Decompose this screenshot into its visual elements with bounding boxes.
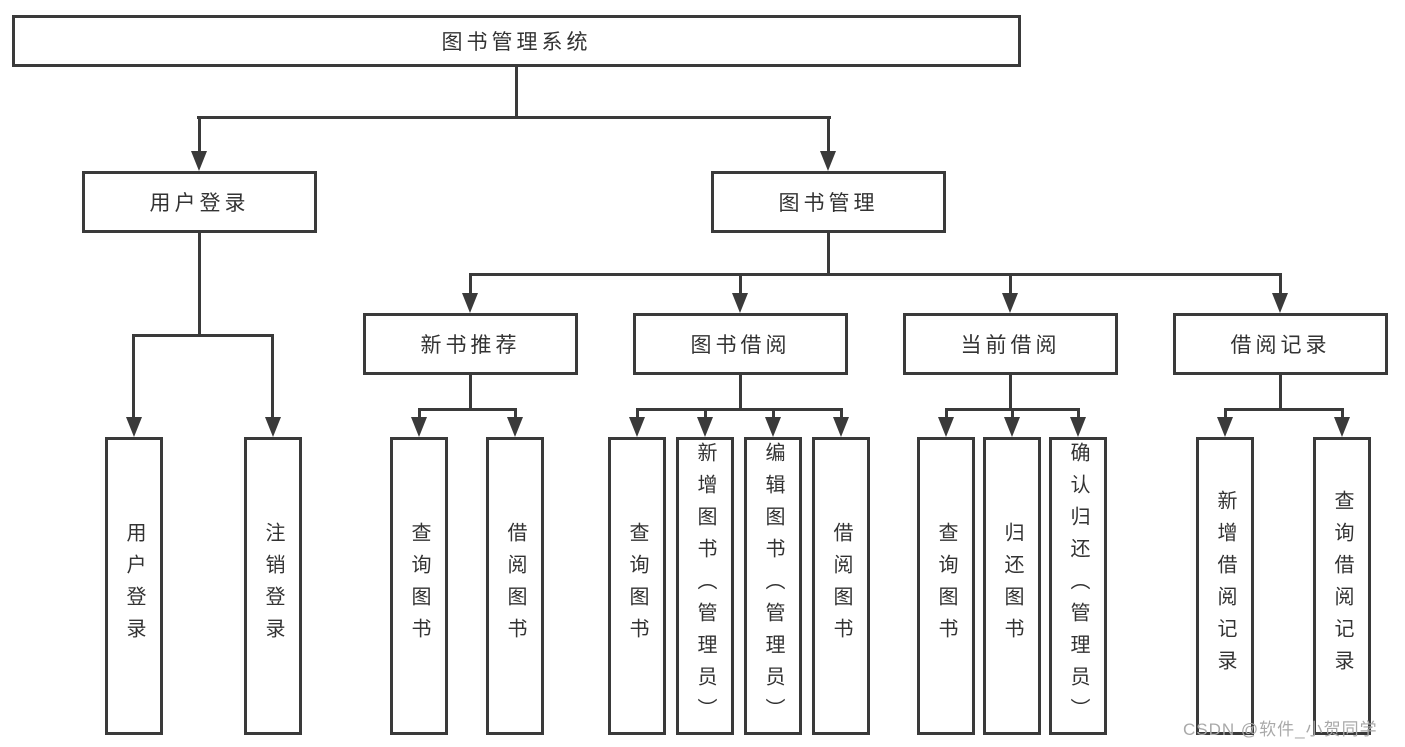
node-current-borrowing-label: 当前借阅 xyxy=(960,334,1061,357)
leaf-logout: 注销登录 xyxy=(244,437,302,735)
arrowhead-icon xyxy=(938,417,954,437)
arrowhead-icon xyxy=(191,151,207,171)
node-borrowing-records: 借阅记录 xyxy=(1173,313,1388,375)
arrowhead-icon xyxy=(1334,417,1350,437)
leaf-query-books-current: 查询图书 xyxy=(917,437,975,735)
node-book-borrowing: 图书借阅 xyxy=(633,313,848,375)
connector-g4-stem-1 xyxy=(945,408,948,419)
leaf-add-borrow-record-label: 新增借阅记录 xyxy=(1214,490,1236,682)
node-book-management-label: 图书管理 xyxy=(778,192,879,215)
connector-l2-stem-2 xyxy=(739,273,742,295)
node-book-borrowing-label: 图书借阅 xyxy=(690,334,791,357)
connector-g3-hbar xyxy=(636,408,843,411)
node-new-book-recommend: 新书推荐 xyxy=(363,313,578,375)
leaf-add-book-admin-label: 新增图书（管理员） xyxy=(694,442,716,730)
connector-g3-stem-4 xyxy=(840,408,843,419)
connector-l2-drop xyxy=(827,233,830,276)
connector-g5-drop xyxy=(1279,375,1282,411)
connector-l2-stem-3 xyxy=(1009,273,1012,295)
node-book-management: 图书管理 xyxy=(711,171,946,233)
arrowhead-icon xyxy=(1272,293,1288,313)
connector-l2-stem-1 xyxy=(469,273,472,295)
node-new-book-recommend-label: 新书推荐 xyxy=(420,334,521,357)
node-borrowing-records-label: 借阅记录 xyxy=(1230,334,1331,357)
connector-g2-stem-1 xyxy=(418,408,421,419)
connector-g2-drop xyxy=(469,375,472,411)
leaf-query-borrow-record-label: 查询借阅记录 xyxy=(1331,490,1353,682)
node-library-system-label: 图书管理系统 xyxy=(441,31,592,54)
connector-g4-stem-3 xyxy=(1077,408,1080,419)
connector-g5-stem-2 xyxy=(1341,408,1344,419)
arrowhead-icon xyxy=(1004,417,1020,437)
leaf-logout-label: 注销登录 xyxy=(262,522,284,650)
node-current-borrowing: 当前借阅 xyxy=(903,313,1118,375)
connector-g3-drop xyxy=(739,375,742,411)
leaf-return-book: 归还图书 xyxy=(983,437,1041,735)
leaf-user-login: 用户登录 xyxy=(105,437,163,735)
leaf-return-book-label: 归还图书 xyxy=(1001,522,1023,650)
leaf-query-borrow-record: 查询借阅记录 xyxy=(1313,437,1371,735)
leaf-query-books-borrowing-label: 查询图书 xyxy=(626,522,648,650)
arrowhead-icon xyxy=(1002,293,1018,313)
connector-g1-stem-right xyxy=(271,334,274,419)
arrowhead-icon xyxy=(820,151,836,171)
connector-g1-drop xyxy=(198,233,201,337)
connector-g2-stem-2 xyxy=(514,408,517,419)
connector-g1-hbar xyxy=(132,334,274,337)
node-user-login: 用户登录 xyxy=(82,171,317,233)
leaf-add-borrow-record: 新增借阅记录 xyxy=(1196,437,1254,735)
connector-g5-stem-1 xyxy=(1224,408,1227,419)
leaf-borrow-books-recommend-label: 借阅图书 xyxy=(504,522,526,650)
connector-l1-stem-left xyxy=(198,116,201,154)
leaf-edit-book-admin: 编辑图书（管理员） xyxy=(744,437,802,735)
csdn-watermark: CSDN @软件_小贺同学 xyxy=(1183,720,1378,739)
connector-l2-stem-4 xyxy=(1279,273,1282,295)
connector-g3-stem-1 xyxy=(636,408,639,419)
connector-l1-stem-right xyxy=(827,116,830,154)
connector-root-drop xyxy=(515,67,518,119)
leaf-borrow-books-borrowing-label: 借阅图书 xyxy=(830,522,852,650)
arrowhead-icon xyxy=(629,417,645,437)
leaf-user-login-label: 用户登录 xyxy=(123,522,145,650)
arrowhead-icon xyxy=(732,293,748,313)
node-user-login-label: 用户登录 xyxy=(149,192,250,215)
leaf-confirm-return-admin: 确认归还（管理员） xyxy=(1049,437,1107,735)
connector-g3-stem-2 xyxy=(704,408,707,419)
leaf-query-books-recommend-label: 查询图书 xyxy=(408,522,430,650)
leaf-add-book-admin: 新增图书（管理员） xyxy=(676,437,734,735)
arrowhead-icon xyxy=(507,417,523,437)
connector-g2-hbar xyxy=(418,408,517,411)
arrowhead-icon xyxy=(1217,417,1233,437)
connector-g4-drop xyxy=(1009,375,1012,411)
leaf-borrow-books-recommend: 借阅图书 xyxy=(486,437,544,735)
connector-g1-stem-left xyxy=(132,334,135,419)
arrowhead-icon xyxy=(697,417,713,437)
arrowhead-icon xyxy=(126,417,142,437)
leaf-borrow-books-borrowing: 借阅图书 xyxy=(812,437,870,735)
arrowhead-icon xyxy=(265,417,281,437)
connector-l2-hbar xyxy=(469,273,1282,276)
connector-g5-hbar xyxy=(1224,408,1344,411)
leaf-query-books-current-label: 查询图书 xyxy=(935,522,957,650)
node-library-system: 图书管理系统 xyxy=(12,15,1021,67)
connector-l1-hbar xyxy=(197,116,831,119)
leaf-confirm-return-admin-label: 确认归还（管理员） xyxy=(1067,442,1089,730)
arrowhead-icon xyxy=(462,293,478,313)
arrowhead-icon xyxy=(1070,417,1086,437)
connector-g4-stem-2 xyxy=(1011,408,1014,419)
leaf-query-books-borrowing: 查询图书 xyxy=(608,437,666,735)
arrowhead-icon xyxy=(833,417,849,437)
leaf-edit-book-admin-label: 编辑图书（管理员） xyxy=(762,442,784,730)
arrowhead-icon xyxy=(765,417,781,437)
arrowhead-icon xyxy=(411,417,427,437)
leaf-query-books-recommend: 查询图书 xyxy=(390,437,448,735)
connector-g3-stem-3 xyxy=(772,408,775,419)
